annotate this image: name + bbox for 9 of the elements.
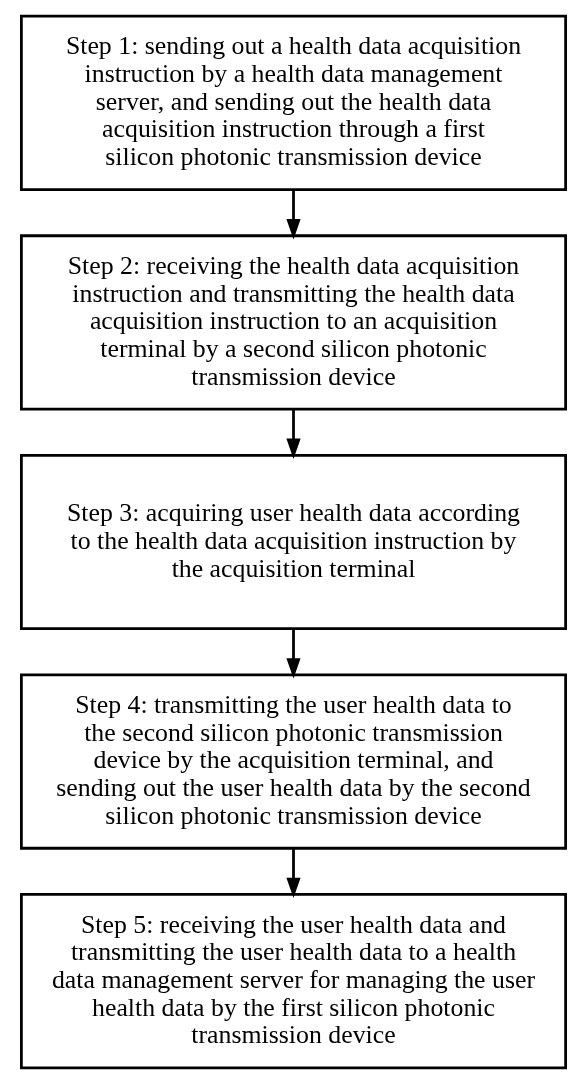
- node-box: Step 3: acquiring user health data according to the health data acquisition instruction by the acquisition terminal: [19, 453, 567, 631]
- node-box: Step 1: sending out a health data acquisition instruction by a health data management server, and sending out the health data acquisition instruction through a first silicon photonic transmission device: [19, 14, 567, 191]
- arrow: [285, 190, 301, 240]
- node-box: Step 5: receiving the user health data and transmitting the user health data to a health data management server for managing the user health data by the first silicon photonic transmission device: [19, 893, 567, 1070]
- node-box: Step 4: transmitting the user health data to the second silicon photonic transmission device by the acquisition terminal, and sending out the user health data by the second silicon photonic transmission device: [19, 673, 567, 850]
- arrow: [285, 409, 301, 459]
- arrow: [285, 848, 301, 899]
- arrow: [285, 629, 301, 679]
- node-box: Step 2: receiving the health data acquisition instruction and transmitting the health data acquisition instruction to an acquisition terminal by a second silicon photonic transmission device: [19, 234, 567, 411]
